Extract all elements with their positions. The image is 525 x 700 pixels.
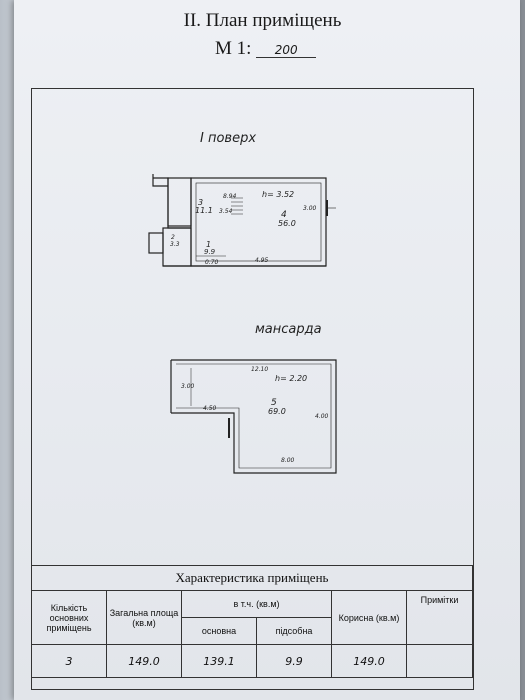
header-aux: підсобна: [256, 617, 332, 645]
room-1-area: 9.9: [204, 248, 216, 256]
d3-label: 3.00: [303, 205, 317, 212]
page-title: II. План приміщень: [183, 10, 342, 31]
header-useful: Корисна (кв.м): [331, 590, 407, 645]
d4-label: 4.95: [255, 257, 269, 264]
d6-label: 12.10: [251, 366, 268, 373]
plan-frame: [31, 88, 474, 690]
room-1-number: 1: [206, 240, 212, 249]
header-total: Загальна площа (кв.м): [106, 590, 182, 645]
header-count: Кількість основних приміщень: [31, 590, 107, 645]
header-main: основна: [181, 617, 257, 645]
value-count: 3: [31, 644, 107, 678]
room-5-area: 69.0: [268, 407, 286, 416]
header-notes: Примітки: [406, 590, 473, 645]
room-3-area: 11.1: [195, 206, 213, 215]
d5-label: 0.70: [205, 259, 219, 266]
d9-label: 4.50: [203, 405, 217, 412]
room-5-outline: [171, 359, 337, 474]
room-3-outline: [167, 177, 192, 227]
room-5-number: 5: [271, 398, 277, 408]
table-caption: Характеристика приміщень: [31, 565, 473, 591]
room-4-number: 4: [281, 210, 287, 220]
scale-prefix: М 1:: [215, 38, 252, 59]
value-aux: 9.9: [256, 644, 332, 678]
height-2-label: h= 2.20: [275, 374, 308, 383]
d10-label: 8.00: [281, 457, 295, 464]
scale-value: 200: [256, 43, 317, 58]
d7-label: 3.00: [181, 383, 195, 390]
room-4-area: 56.0: [278, 219, 296, 228]
value-main: 139.1: [181, 644, 257, 678]
scale-line: М 1: 200: [215, 38, 317, 60]
floor-1-name: I поверх: [200, 131, 257, 146]
floor-2-name: мансарда: [255, 322, 322, 337]
value-total: 149.0: [106, 644, 182, 678]
room-2-area: 3.3: [170, 241, 180, 248]
d2-label: 3.54: [219, 208, 233, 215]
floor-plan-drawing: 8.94 3.54 3.00 4.95 0.70 12.10 3.00 4.00…: [148, 174, 337, 474]
value-notes: [406, 644, 473, 678]
height-1-label: h= 3.52: [262, 190, 295, 199]
d8-label: 4.00: [315, 413, 329, 420]
room-2-number: 2: [171, 234, 175, 241]
room-3-number: 3: [198, 198, 204, 207]
d1-label: 8.94: [223, 193, 237, 200]
value-useful: 149.0: [331, 644, 407, 678]
rooms-characteristics-table: Характеристика приміщень Кількість основ…: [31, 565, 473, 678]
room-2-outline: [148, 232, 164, 254]
header-incl: в т.ч. (кв.м): [181, 590, 332, 618]
